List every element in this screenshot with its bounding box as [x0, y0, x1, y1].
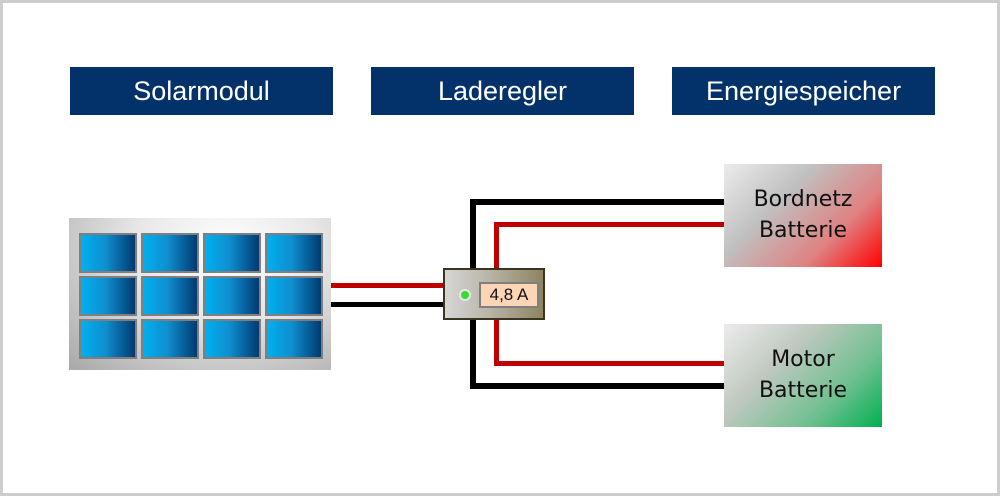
- solar-cell: [141, 233, 199, 273]
- header-solar-label: Solarmodul: [133, 75, 270, 106]
- solar-cell: [203, 276, 261, 316]
- wire-solar-negative: [331, 302, 444, 307]
- solar-cell: [79, 276, 137, 316]
- status-led-icon: [461, 291, 469, 299]
- wire-motor-negative-horizontal: [470, 383, 725, 389]
- solar-panel: [69, 218, 331, 370]
- header-storage: Energiespeicher: [672, 67, 935, 115]
- solar-cell: [79, 319, 137, 359]
- solar-cell: [141, 276, 199, 316]
- solar-cell: [79, 233, 137, 273]
- solar-cell: [203, 233, 261, 273]
- solar-cell: [203, 319, 261, 359]
- solar-cell: [141, 319, 199, 359]
- solar-cell: [265, 319, 323, 359]
- battery-motor-line1: Motor: [771, 346, 835, 372]
- solar-cell: [265, 233, 323, 273]
- wire-motor-negative-vertical: [470, 319, 476, 389]
- battery-bordnetz: Bordnetz Batterie: [724, 164, 882, 267]
- wire-bordnetz-negative-horizontal: [470, 199, 725, 205]
- wire-motor-positive-horizontal: [494, 361, 725, 366]
- solar-cell: [265, 276, 323, 316]
- header-storage-label: Energiespeicher: [705, 75, 902, 106]
- charge-controller: 4,8 A: [443, 268, 545, 320]
- current-reading: 4,8 A: [489, 285, 529, 304]
- header-controller-label: Laderegler: [437, 75, 568, 106]
- header-controller: Laderegler: [371, 67, 634, 115]
- battery-bordnetz-line2: Batterie: [758, 217, 848, 243]
- battery-motor-line2: Batterie: [758, 377, 848, 403]
- wire-bordnetz-positive-vertical: [494, 222, 499, 269]
- wire-bordnetz-positive-horizontal: [494, 222, 725, 227]
- battery-bordnetz-line1: Bordnetz: [753, 186, 853, 212]
- wire-motor-positive-vertical: [494, 319, 499, 366]
- current-display: 4,8 A: [479, 282, 539, 308]
- wire-solar-positive: [331, 283, 444, 288]
- wire-bordnetz-negative-vertical: [470, 199, 476, 269]
- header-solar: Solarmodul: [70, 67, 333, 115]
- battery-motor: Motor Batterie: [724, 324, 882, 427]
